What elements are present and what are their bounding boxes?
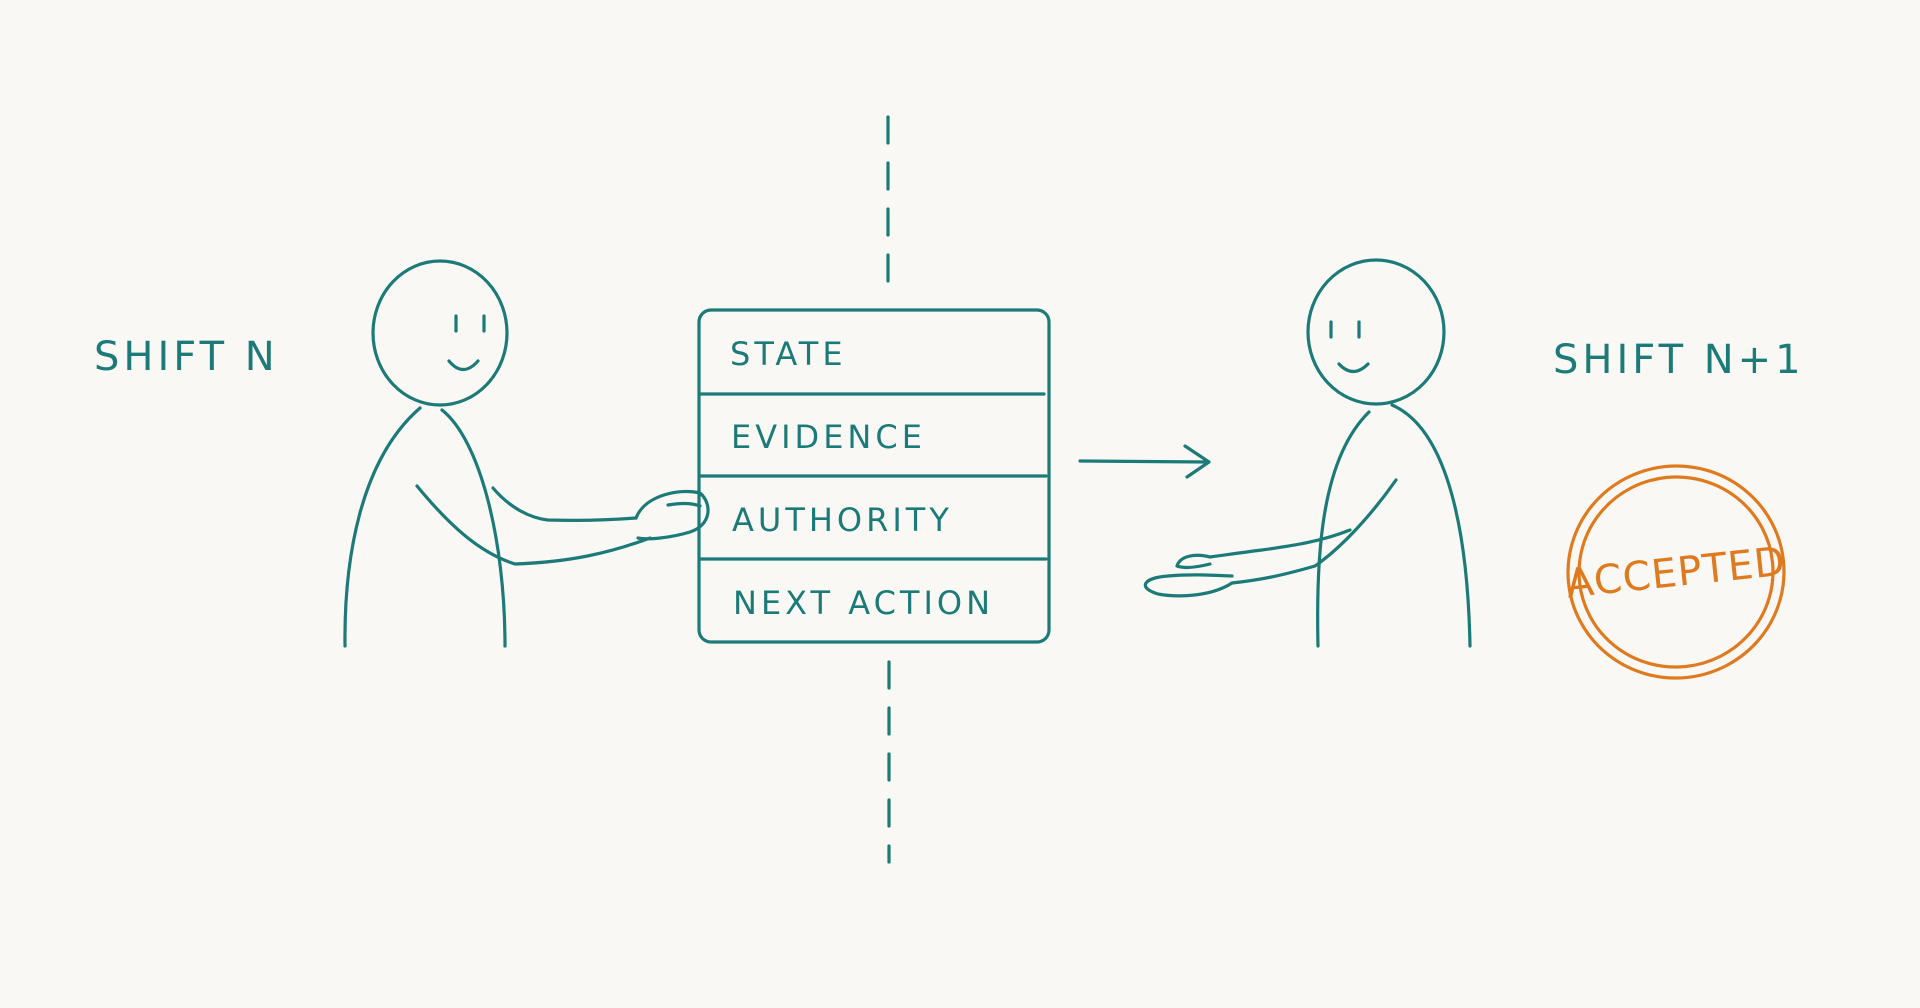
right-person-hand [1143, 573, 1234, 598]
handoff-card: STATE EVIDENCE AUTHORITY NEXT ACTION [697, 308, 1051, 644]
handoff-arrow [1078, 444, 1211, 479]
handoff-row-evidence: EVIDENCE [731, 418, 926, 456]
left-person-arm-lower [491, 486, 638, 522]
right-person-arm-lower [1230, 478, 1398, 585]
right-person-head [1306, 258, 1446, 406]
left-person-arm-upper [415, 484, 652, 566]
right-person-thumb [1175, 553, 1212, 570]
accepted-stamp-inner-ring [1577, 475, 1775, 669]
left-person-head [371, 259, 509, 407]
accepted-stamp-text: ACCEPTED [1564, 539, 1788, 608]
right-person-body-front [1316, 410, 1371, 648]
right-person-arm-upper [1208, 528, 1352, 559]
left-person-thumb [666, 502, 702, 508]
right-person-body-back [1390, 403, 1472, 648]
shift-n-label: SHIFT N [94, 334, 279, 380]
right-person-smile [1337, 362, 1370, 374]
accepted-stamp-outer-ring [1566, 464, 1786, 680]
left-person [343, 259, 710, 648]
handoff-row-next-action: NEXT ACTION [733, 584, 994, 622]
accepted-stamp: ACCEPTED [1564, 464, 1788, 680]
left-person-smile [447, 359, 480, 372]
shift-n-plus-1-label: SHIFT N+1 [1553, 337, 1805, 383]
left-person-body-front [440, 408, 507, 648]
handoff-row-authority: AUTHORITY [732, 501, 953, 539]
shift-boundary-line [886, 115, 891, 864]
left-person-hand [634, 489, 710, 541]
right-person [1143, 258, 1472, 648]
left-person-body-back [343, 406, 422, 648]
handoff-row-state: STATE [730, 335, 847, 373]
